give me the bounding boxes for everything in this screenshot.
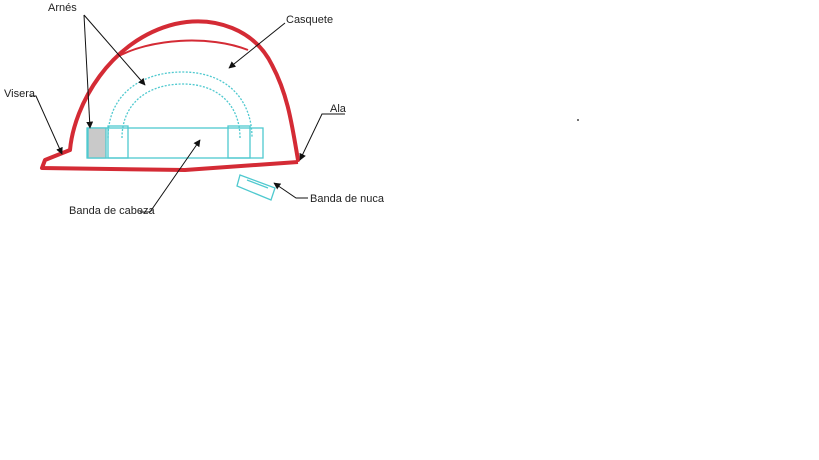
nape-band: [236, 174, 276, 201]
shell-outline: [68, 19, 300, 162]
harness-left-clip: [107, 125, 129, 159]
harness-arch-outer: [107, 71, 253, 139]
harness-right-clip: [227, 125, 251, 159]
leader-visor: [30, 95, 63, 155]
label-shell: Casquete: [286, 14, 333, 26]
harness-arch-inner: [121, 83, 241, 139]
stray-dot: [577, 119, 579, 121]
leader-lines: [30, 14, 345, 213]
nape-band-inner: [246, 179, 269, 189]
brim-outline: [40, 148, 299, 172]
shell-rib: [114, 39, 249, 59]
label-visor: Visera: [4, 88, 36, 100]
leader-shell: [228, 22, 286, 69]
label-headband: Banda de cabeza: [69, 205, 156, 217]
leader-harness-1: [83, 14, 94, 129]
leader-headband: [140, 139, 201, 213]
helmet-shell: [40, 19, 300, 172]
leader-harness-2: [83, 14, 146, 86]
leader-nape-band: [273, 182, 308, 199]
leader-brim: [299, 113, 345, 161]
headband-body: [86, 127, 264, 159]
label-brim: Ala: [330, 103, 347, 115]
label-nape-band: Banda de nuca: [310, 193, 385, 205]
label-harness: Arnés: [48, 2, 77, 14]
harness: [86, 71, 276, 201]
adjuster-knob: [87, 127, 107, 159]
